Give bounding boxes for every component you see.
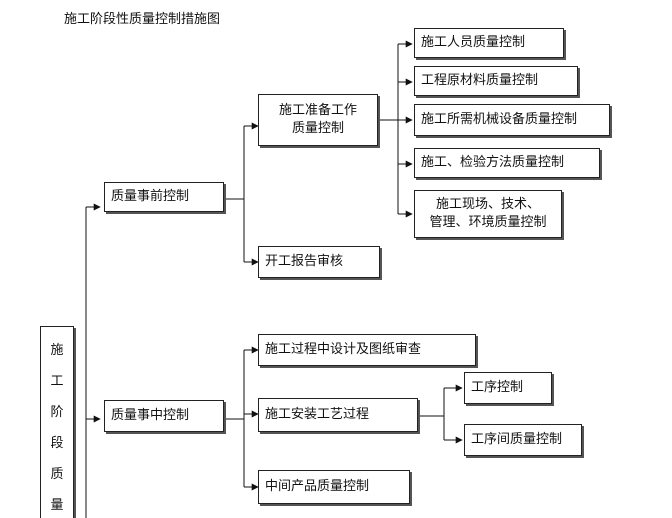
root-char: 量 (50, 498, 64, 513)
site-line-1: 施工现场、技术、 (435, 197, 540, 212)
root-char: 段 (50, 436, 64, 451)
site-line-2: 管理、环境质量控制 (429, 215, 547, 230)
install-process-node: 施工安装工艺过程 (258, 398, 418, 432)
prep-item-personnel: 施工人员质量控制 (414, 28, 564, 58)
design-review-node: 施工过程中设计及图纸审查 (258, 334, 476, 366)
root-char: 施 (50, 343, 64, 358)
prep-item-equipment: 施工所需机械设备质量控制 (414, 104, 610, 136)
diagram-title: 施工阶段性质量控制措施图 (64, 12, 221, 27)
prep-item-site-environment: 施工现场、技术、 管理、环境质量控制 (414, 190, 562, 238)
mid-control-node: 质量事中控制 (104, 400, 224, 432)
root-char: 工 (50, 374, 64, 389)
prep-line-1: 施工准备工作 (278, 103, 357, 118)
root-node-construction-stage-quality: 施 工 阶 段 质 量 (40, 326, 74, 518)
prep-line-2: 质量控制 (291, 121, 344, 136)
start-report-review-node: 开工报告审核 (258, 246, 380, 278)
intermediate-product-node: 中间产品质量控制 (258, 470, 410, 504)
prep-item-materials: 工程原材料质量控制 (414, 66, 578, 96)
root-char: 阶 (50, 405, 64, 420)
root-char: 质 (50, 467, 64, 482)
inter-process-quality-node: 工序间质量控制 (464, 424, 582, 456)
process-control-node: 工序控制 (464, 372, 552, 404)
construction-prep-node: 施工准备工作 质量控制 (258, 94, 378, 146)
prep-item-methods: 施工、检验方法质量控制 (414, 148, 600, 178)
pre-control-node: 质量事前控制 (104, 182, 224, 212)
